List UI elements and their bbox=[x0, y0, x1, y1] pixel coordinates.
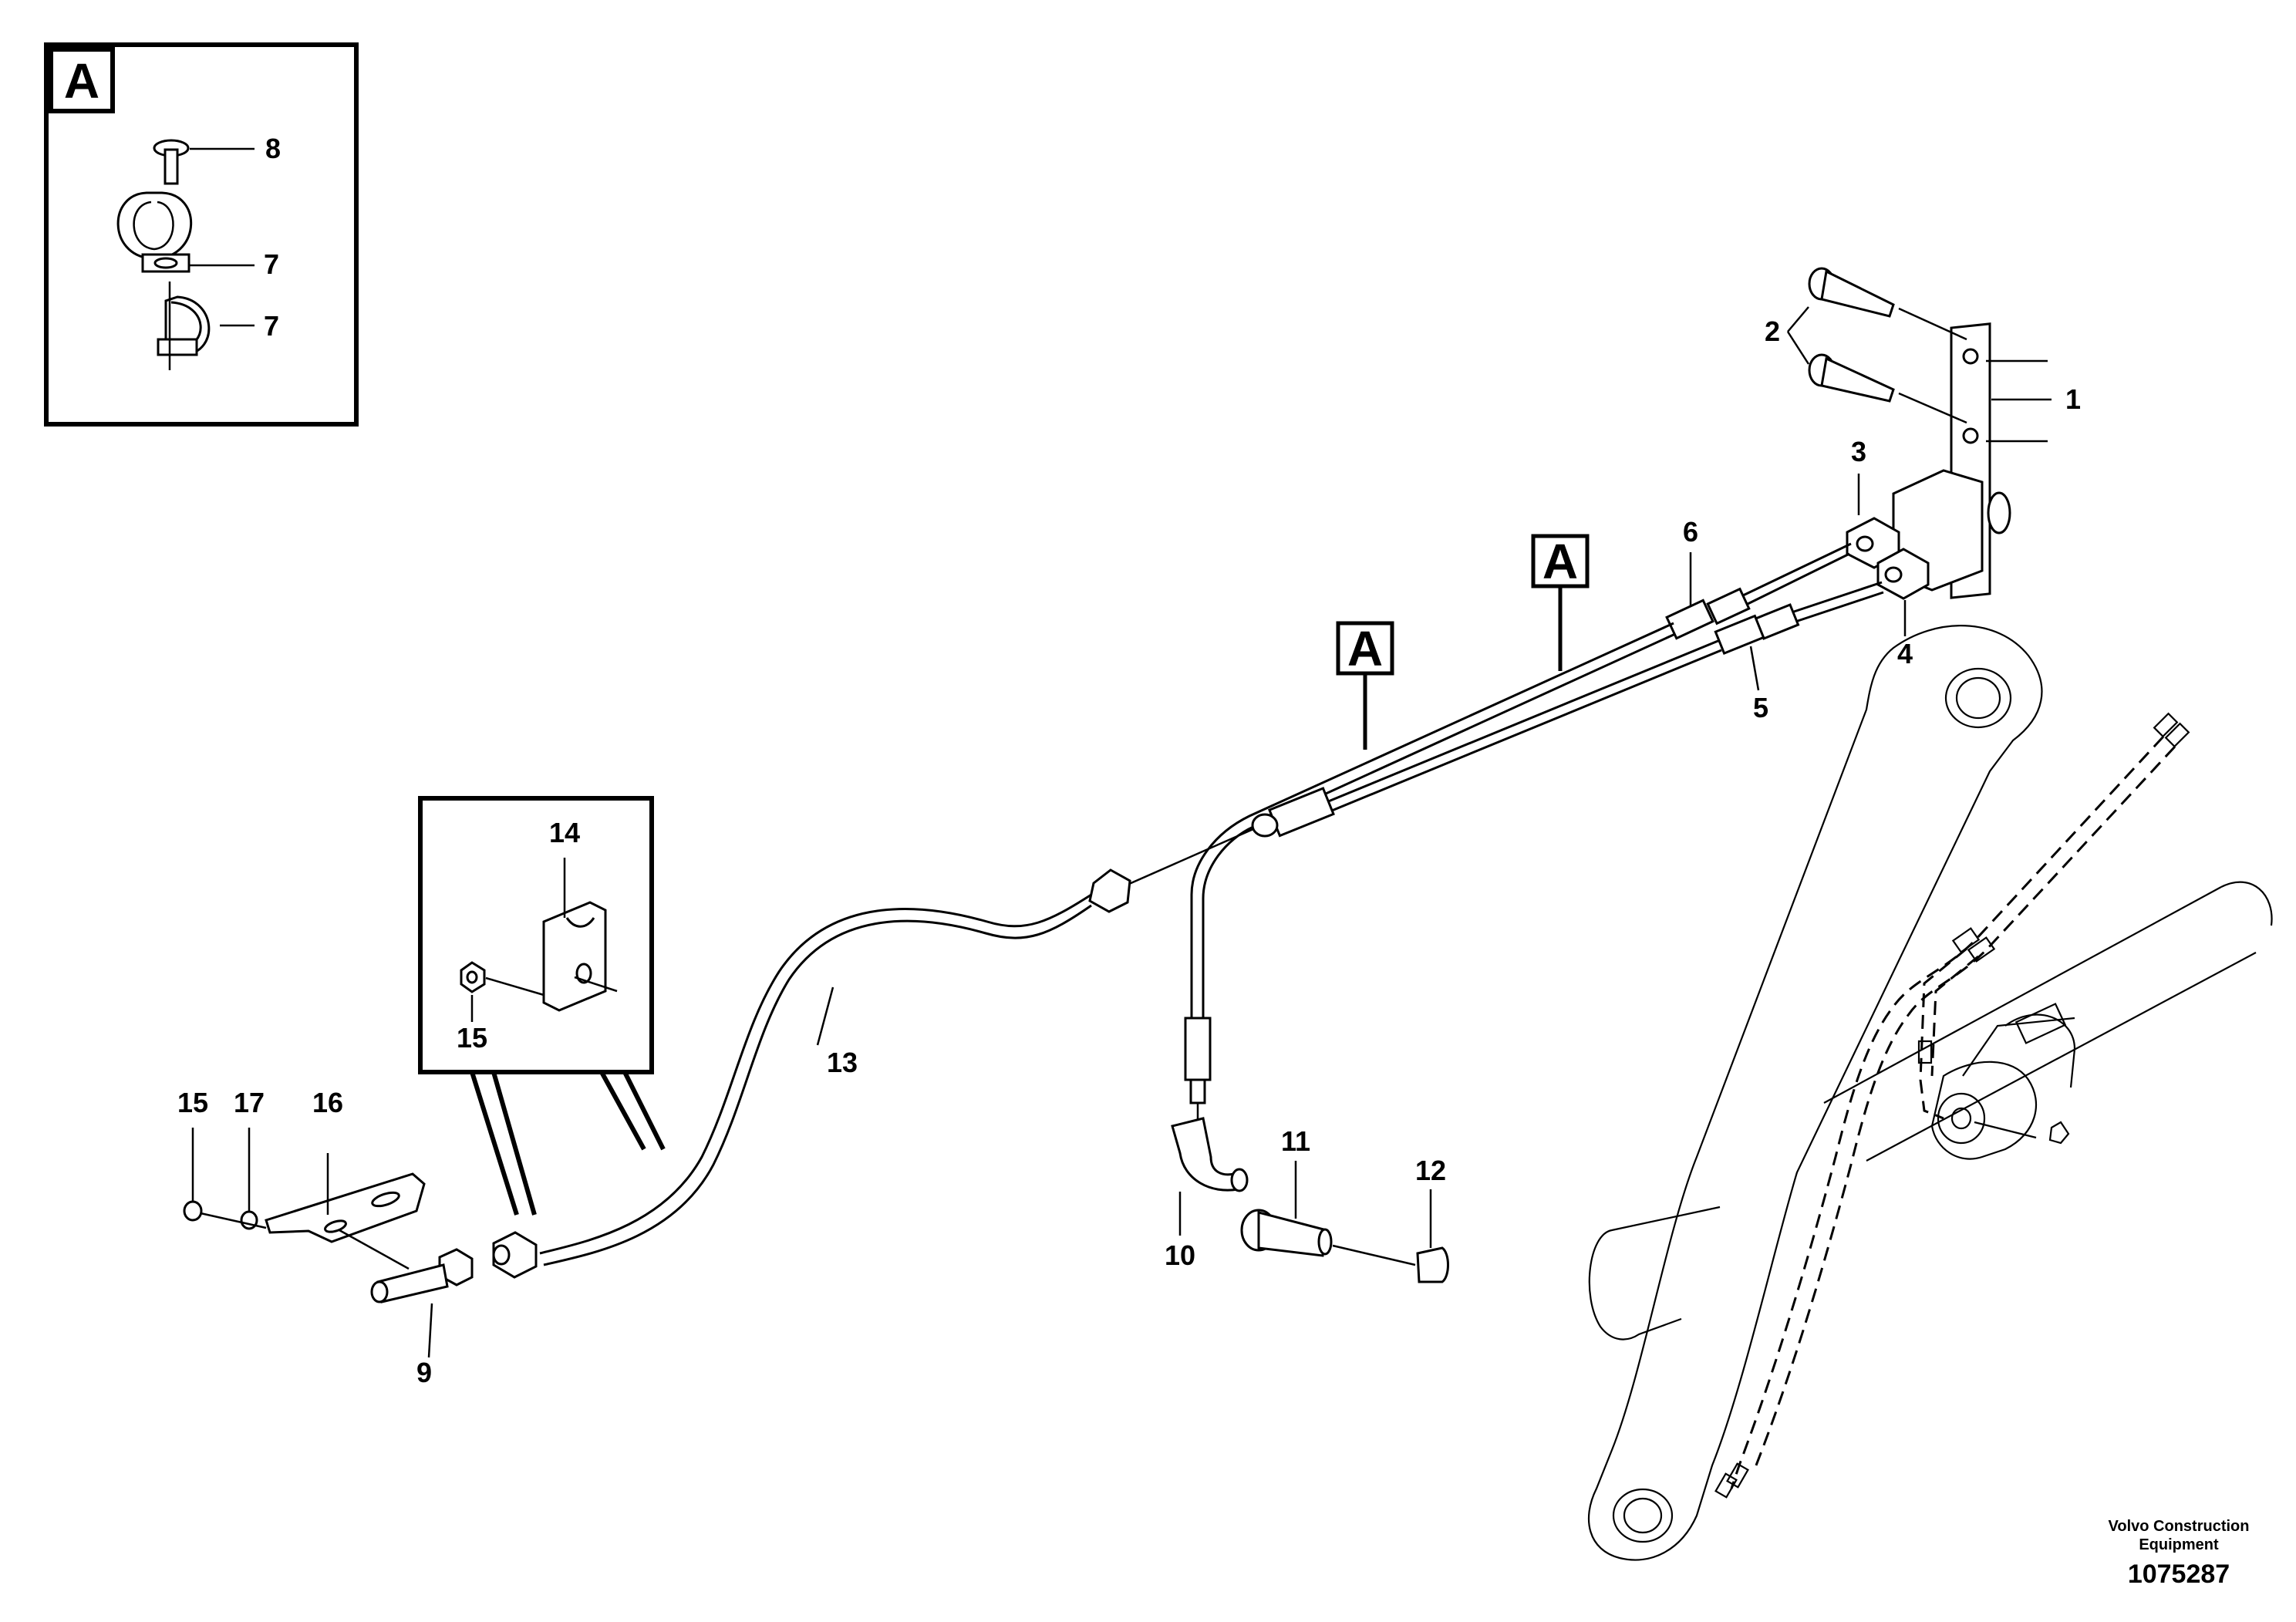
loader-boom-background bbox=[1587, 625, 2273, 1561]
label-9: 9 bbox=[416, 1357, 432, 1388]
inset-a-letter: A bbox=[64, 53, 99, 109]
label-15a: 15 bbox=[457, 1022, 487, 1054]
inset-a-frame: A bbox=[44, 42, 359, 427]
company-name-line2: Equipment bbox=[2139, 1536, 2219, 1553]
label-14: 14 bbox=[549, 817, 580, 848]
bulkhead-fitting bbox=[1846, 469, 2011, 636]
callout-a-lower: A bbox=[1336, 621, 1394, 750]
label-7a: 7 bbox=[264, 248, 279, 280]
label-2: 2 bbox=[1765, 315, 1780, 347]
fitting-9 bbox=[370, 1248, 474, 1358]
part-labels: 8 7 7 2 1 3 6 4 5 14 15 13 15 17 16 11 1… bbox=[177, 133, 2081, 1388]
label-15b: 15 bbox=[177, 1087, 208, 1118]
label-13: 13 bbox=[827, 1047, 858, 1078]
inset-a-clamp-assembly bbox=[116, 139, 255, 370]
footer-block: Volvo Construction Equipment 1075287 bbox=[2109, 1518, 2250, 1589]
callout-a-upper: A bbox=[1531, 534, 1590, 671]
label-5: 5 bbox=[1753, 692, 1768, 723]
label-10: 10 bbox=[1165, 1239, 1195, 1271]
drawing-number: 1075287 bbox=[2128, 1560, 2230, 1589]
label-12: 12 bbox=[1415, 1155, 1446, 1186]
svg-text:A: A bbox=[1542, 534, 1578, 589]
bolts bbox=[1786, 267, 1967, 424]
svg-text:A: A bbox=[1347, 621, 1383, 676]
label-8: 8 bbox=[265, 133, 281, 164]
label-3: 3 bbox=[1851, 436, 1866, 467]
bracket-16-assembly bbox=[183, 1128, 426, 1270]
upper-pipe-6 bbox=[1171, 542, 1852, 1236]
company-name-line1: Volvo Construction bbox=[2109, 1518, 2250, 1535]
label-17: 17 bbox=[234, 1087, 265, 1118]
label-7b: 7 bbox=[264, 310, 279, 342]
tube-11-cap-12 bbox=[1240, 1161, 1449, 1283]
inset-clamp-14 bbox=[418, 796, 666, 1216]
label-1: 1 bbox=[2065, 383, 2081, 415]
hose-13 bbox=[492, 868, 1131, 1279]
lower-pipe-5 bbox=[1121, 581, 1884, 889]
label-16: 16 bbox=[312, 1087, 343, 1118]
label-11: 11 bbox=[1281, 1125, 1310, 1157]
label-4: 4 bbox=[1897, 638, 1913, 669]
label-6: 6 bbox=[1683, 516, 1698, 548]
